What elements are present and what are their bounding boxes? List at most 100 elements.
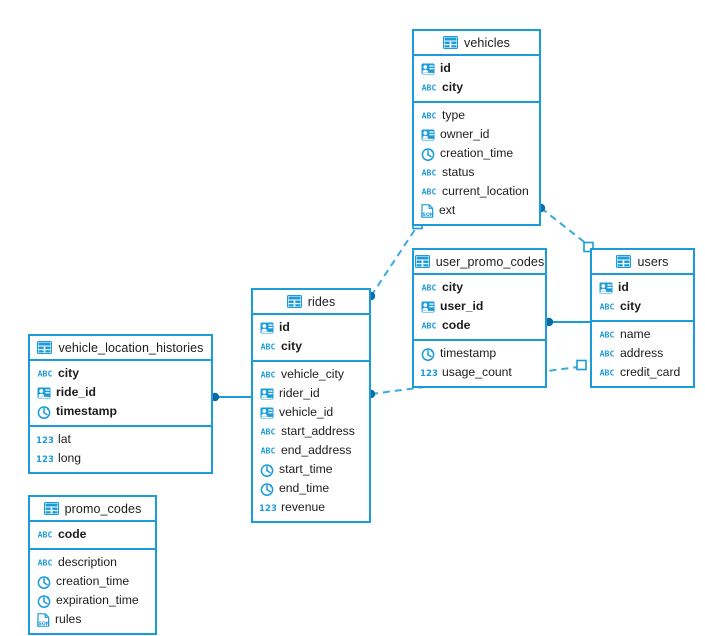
column-field[interactable]: JSON ext [414,201,539,220]
field-name: creation_time [440,146,514,161]
svg-text:ABC: ABC [261,446,276,456]
primary-key-field[interactable]: id [592,278,693,297]
column-field[interactable]: ABC type [414,106,539,125]
primary-key-field[interactable]: ride_id [30,383,211,402]
primary-key-field[interactable]: ABC city [30,364,211,383]
field-name: end_address [281,443,352,458]
column-field[interactable]: ABC name [592,325,693,344]
svg-text:123: 123 [260,504,276,513]
column-field[interactable]: start_time [253,460,369,479]
column-field[interactable]: 123 lat [30,430,211,449]
field-name: lat [58,432,71,447]
column-field[interactable]: ABC start_address [253,422,369,441]
primary-key-field[interactable]: ABC city [414,78,539,97]
primary-key-section: id ABC city [414,56,539,103]
primary-key-field[interactable]: id [414,59,539,78]
svg-text:ABC: ABC [422,168,437,178]
entity-table-vehicles[interactable]: vehicles id ABC city ABC type owner_id c… [412,29,541,226]
id-card-icon [599,282,613,294]
field-name: ext [439,203,456,218]
column-field[interactable]: ABC status [414,163,539,182]
table-header[interactable]: users [592,250,693,275]
column-field[interactable]: ABC current_location [414,182,539,201]
table-grid-icon [43,502,59,515]
clock-icon [37,575,51,589]
primary-key-field[interactable]: ABC city [414,278,545,297]
table-title: user_promo_codes [435,254,545,269]
table-grid-icon [414,255,430,268]
column-field[interactable]: ABC vehicle_city [253,365,369,384]
entity-table-rides[interactable]: rides id ABC city ABC vehicle_city rider… [251,288,371,523]
clock-icon [421,347,435,361]
column-field[interactable]: owner_id [414,125,539,144]
id-card-icon [37,387,51,399]
entity-table-promo_codes[interactable]: promo_codes ABC code ABC description cre… [28,495,157,635]
entity-table-vehicle_location_histories[interactable]: vehicle_location_histories ABC city ride… [28,334,213,474]
123-number-icon: 123 [37,453,53,464]
primary-key-field[interactable]: ABC code [414,316,545,335]
table-grid-icon [443,36,459,49]
svg-text:JSON: JSON [37,621,50,627]
clock-icon [260,482,274,496]
123-number-icon: 123 [421,367,437,378]
field-name: credit_card [620,365,681,380]
table-header[interactable]: promo_codes [30,497,155,522]
column-field[interactable]: ABC description [30,553,155,572]
column-field[interactable]: ABC end_address [253,441,369,460]
column-field[interactable]: timestamp [414,344,545,363]
field-name: city [442,280,464,295]
abc-text-icon: ABC [37,368,53,379]
svg-text:ABC: ABC [422,321,437,331]
columns-section: 123 lat 123 long [30,427,211,472]
field-name: creation_time [56,574,130,589]
column-field[interactable]: creation_time [30,572,155,591]
svg-text:ABC: ABC [422,83,437,93]
123-number-icon: 123 [260,502,276,513]
column-field[interactable]: JSON rules [30,610,155,629]
field-name: current_location [442,184,529,199]
primary-key-section: ABC city ride_id timestamp [30,361,211,427]
primary-key-field[interactable]: user_id [414,297,545,316]
id-card-icon [260,388,274,400]
abc-text-icon: ABC [37,529,53,540]
abc-text-icon: ABC [260,426,276,437]
column-field[interactable]: 123 revenue [253,498,369,517]
id-card-icon [421,301,435,313]
column-field[interactable]: 123 usage_count [414,363,545,382]
field-name: long [58,451,82,466]
column-field[interactable]: rider_id [253,384,369,403]
primary-key-field[interactable]: ABC city [253,337,369,356]
entity-table-users[interactable]: users id ABC city ABC name ABC address A… [590,248,695,388]
connector-vehicles-to-users [536,203,594,253]
clock-icon [260,463,274,477]
columns-section: timestamp 123 usage_count [414,341,545,386]
column-field[interactable]: ABC credit_card [592,363,693,382]
abc-text-icon: ABC [421,110,437,121]
field-name: user_id [440,299,484,314]
table-title: users [637,254,669,269]
column-field[interactable]: creation_time [414,144,539,163]
primary-key-field[interactable]: ABC code [30,525,155,544]
abc-text-icon: ABC [260,445,276,456]
svg-text:ABC: ABC [422,111,437,121]
field-name: start_address [281,424,355,439]
primary-key-field[interactable]: id [253,318,369,337]
column-field[interactable]: 123 long [30,449,211,468]
field-name: usage_count [442,365,512,380]
primary-key-field[interactable]: timestamp [30,402,211,421]
clock-icon [37,405,51,419]
column-field[interactable]: end_time [253,479,369,498]
column-field[interactable]: expiration_time [30,591,155,610]
column-field[interactable]: vehicle_id [253,403,369,422]
table-header[interactable]: rides [253,290,369,315]
field-name: id [440,61,451,76]
table-header[interactable]: vehicle_location_histories [30,336,211,361]
svg-text:ABC: ABC [38,530,53,540]
table-title: rides [307,294,336,309]
entity-table-user_promo_codes[interactable]: user_promo_codes ABC city user_id ABC co… [412,248,547,388]
table-header[interactable]: user_promo_codes [414,250,545,275]
primary-key-field[interactable]: ABC city [592,297,693,316]
table-header[interactable]: vehicles [414,31,539,56]
column-field[interactable]: ABC address [592,344,693,363]
